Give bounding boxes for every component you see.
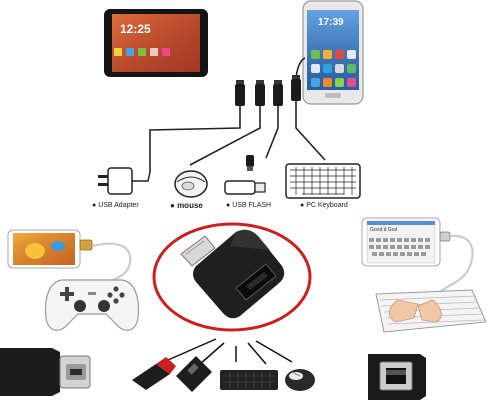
label-usb-adapter: ● USB Adapter	[92, 202, 139, 209]
mouse-small	[285, 369, 315, 391]
usb-female-port-closeup	[368, 354, 426, 400]
keyboard-device	[285, 163, 361, 199]
usb-adapter-device	[98, 167, 151, 195]
otg-adapter-highlight	[152, 222, 312, 332]
label-pc-keyboard-text: PC Keyboard	[306, 202, 348, 209]
usb-flash-device	[224, 155, 266, 195]
otg-connector-small	[79, 239, 132, 287]
mouse-device	[174, 170, 208, 198]
card-reader	[176, 356, 212, 392]
devices-fan-lines	[167, 338, 293, 365]
typing-phone	[361, 217, 441, 267]
usb-keyboard-with-hands	[375, 289, 487, 333]
phone-clock: 17:39	[318, 17, 344, 28]
game-controller	[44, 279, 140, 331]
usb-keyboard-small	[220, 370, 278, 390]
label-usb-flash: ● USB FLASH	[226, 202, 272, 209]
label-usb-adapter-text: USB Adapter	[98, 202, 139, 209]
usb-plugs	[235, 75, 301, 106]
typed-text: Good d God	[370, 227, 398, 233]
label-mouse-text: mouse	[177, 201, 203, 210]
flash-drive-red	[132, 357, 176, 390]
game-phone	[7, 229, 81, 269]
tablet-device	[104, 9, 208, 77]
smartphone-device	[302, 0, 364, 105]
micro-usb-plug-closeup	[0, 348, 91, 396]
label-pc-keyboard: ● PC Keyboard	[300, 202, 348, 209]
label-usb-flash-text: USB FLASH	[232, 202, 272, 209]
otg-connector-right	[439, 231, 474, 293]
label-mouse: ● mouse	[170, 201, 203, 210]
tablet-clock: 12:25	[120, 22, 151, 36]
